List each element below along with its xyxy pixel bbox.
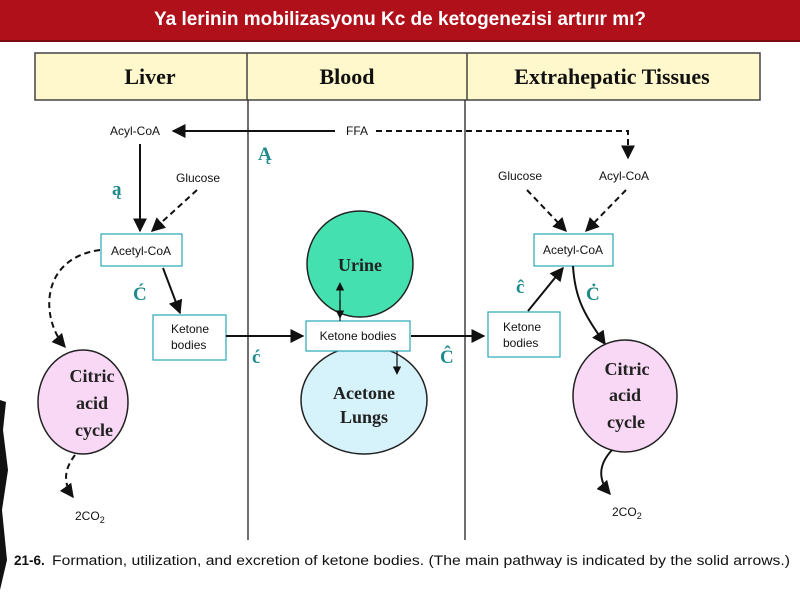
acetyl-to-citric-left-arrow (48, 249, 101, 349)
ketone-ext-box (487, 311, 561, 358)
ketone-ext-label-2: bodies (503, 336, 538, 350)
acetyl-ext-to-citric-arrow (572, 265, 606, 346)
acetyl-coa-ext-label: Acetyl-CoA (543, 243, 603, 257)
header-row (34, 52, 761, 101)
ketone-liver-box (152, 314, 227, 361)
citric-left-line3: cycle (75, 420, 113, 440)
page-title: Ya lerinin mobilizasyonu Kc de ketogenez… (153, 9, 647, 30)
co2-right-label: 2CO2 (612, 505, 642, 521)
glucose-ext-to-acetyl-arrow (526, 189, 567, 233)
urine-circle (306, 210, 414, 318)
citric-left-line1: Citric (70, 366, 115, 386)
header-blood: Blood (319, 64, 374, 89)
title-bar: Ya lerinin mobilizasyonu Kc de ketogenez… (0, 0, 800, 42)
citric-right-line1: Citric (605, 359, 650, 379)
ketone-blood-label: Ketone bodies (320, 329, 397, 343)
citric-right-line2: acid (609, 385, 641, 405)
citric-right-to-co2-arrow (596, 449, 613, 496)
citric-cycle-right (572, 339, 678, 453)
mark-c-circ-small: ĉ (516, 277, 524, 298)
mark-c-circ-cap: Ĉ (440, 345, 454, 368)
citric-right-line3: cycle (607, 412, 645, 432)
co2-left-label: 2CO2 (75, 509, 105, 525)
ketone-liver-label-1: Ketone (171, 322, 209, 336)
citric-left-to-co2-arrow (59, 454, 76, 499)
ffa-label: FFA (346, 124, 368, 138)
glucose-ext-label: Glucose (498, 169, 542, 183)
caption-prefix: 21-6. (14, 553, 45, 568)
co2-left-text: 2CO (75, 509, 100, 523)
citric-cycle-left (37, 349, 129, 455)
mark-c-acute-cap: Ć (133, 283, 147, 305)
co2-right-text: 2CO (612, 505, 637, 519)
acetyl-coa-liver-label: Acetyl-CoA (111, 244, 171, 258)
acyl-coa-liver-label: Acyl-CoA (110, 124, 160, 138)
mark-a-ogonek-cap: Ą (258, 144, 272, 165)
ketone-blood-box (305, 320, 411, 352)
acetyl-to-ketone-liver-arrow (162, 267, 183, 315)
mark-c-acute-small: ć (252, 347, 260, 368)
glucose-to-acetyl-arrow (150, 189, 198, 232)
ffa-to-tissue-arrow (376, 130, 635, 160)
glucose-liver-label: Glucose (176, 171, 220, 185)
scan-edge (0, 400, 8, 590)
ketone-ext-label-1: Ketone (503, 320, 541, 334)
urine-label: Urine (338, 255, 382, 275)
acetyl-coa-liver-box (100, 233, 183, 267)
citric-left-line2: acid (76, 393, 108, 413)
acyl-ext-to-acetyl-arrow (585, 189, 627, 233)
header-liver: Liver (124, 64, 176, 89)
co2-left-sub: 2 (100, 515, 105, 525)
mark-c-dot-cap: Ċ (586, 283, 600, 305)
figure-caption: Formation, utilization, and excretion of… (52, 553, 790, 568)
ketone-ext-to-acetyl-arrow (527, 266, 564, 312)
co2-right-sub: 2 (637, 511, 642, 521)
acetone-label: Acetone (333, 383, 395, 403)
lungs-label: Lungs (340, 407, 388, 427)
header-extrahepatic: Extrahepatic Tissues (514, 64, 710, 89)
mark-a-ogonek: ą (112, 179, 122, 200)
acyl-coa-ext-label: Acyl-CoA (599, 169, 649, 183)
ketone-liver-label-2: bodies (171, 338, 206, 352)
